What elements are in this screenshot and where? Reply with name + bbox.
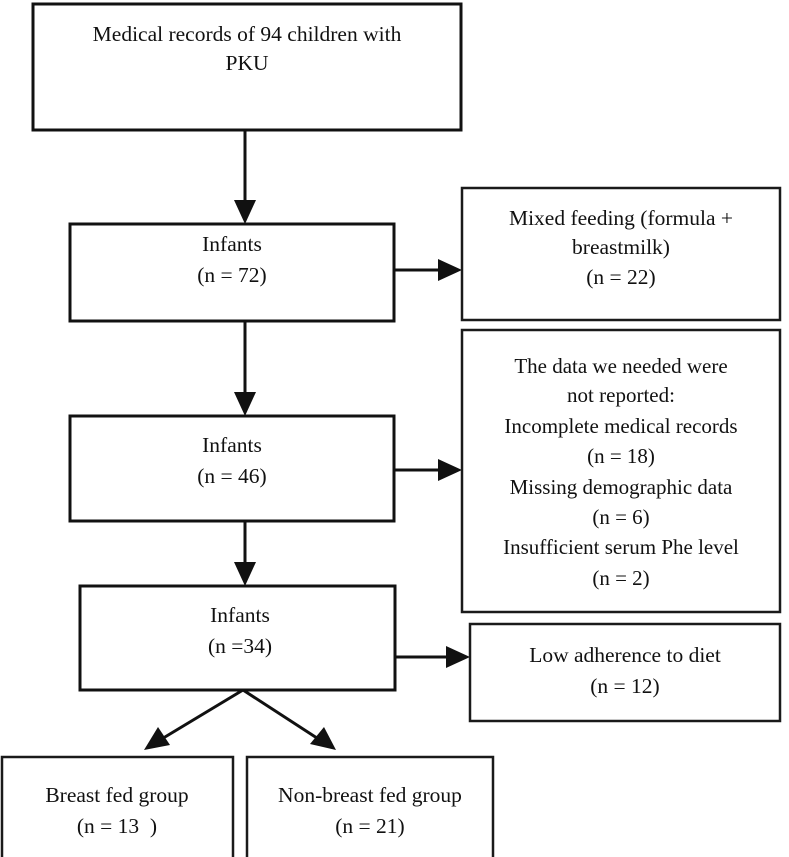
mixed-feeding-line-3: (n = 22) [586, 265, 655, 289]
non-breast-fed-line-1: Non-breast fed group [278, 783, 462, 807]
infants-34-line-2: (n =34) [208, 634, 272, 658]
non-breast-fed-line-2: (n = 21) [335, 814, 404, 838]
node-breast-fed: Breast fed group (n = 13 ) [0, 755, 235, 857]
mixed-feeding-line-1: Mixed feeding (formula + [509, 206, 733, 230]
infants-46-line-1: Infants [202, 433, 262, 457]
mixed-feeding-line-2: breastmilk) [572, 235, 670, 259]
connector-infants72-to-infants46 [234, 321, 256, 416]
data-not-reported-line-8: (n = 2) [592, 566, 649, 590]
connector-infants34-to-nonbreastfed [242, 688, 336, 750]
breast-fed-line-1: Breast fed group [45, 783, 188, 807]
connector-infants46-to-infants34 [234, 521, 256, 586]
connector-infants34-to-breastfed [144, 688, 244, 750]
connector-records-to-infants72 [234, 131, 256, 224]
node-non-breast-fed: Non-breast fed group (n = 21) [245, 755, 495, 857]
infants-72-line-2: (n = 72) [197, 263, 266, 287]
node-mixed-feeding: Mixed feeding (formula + breastmilk) (n … [460, 186, 782, 322]
node-infants-46: Infants (n = 46) [68, 414, 396, 523]
low-adherence-line-2: (n = 12) [590, 674, 659, 698]
node-infants-34: Infants (n =34) [78, 584, 397, 692]
connector-infants34-to-lowadherence [395, 646, 470, 668]
node-infants-72: Infants (n = 72) [68, 222, 396, 323]
source-records-line-2: PKU [225, 51, 268, 75]
connector-infants46-to-datanotreported [394, 459, 462, 481]
node-source-records: Medical records of 94 children with PKU [31, 2, 463, 132]
data-not-reported-line-3: Incomplete medical records [504, 414, 737, 438]
low-adherence-line-1: Low adherence to diet [529, 643, 721, 667]
connector-infants72-to-mixedfeeding [394, 259, 462, 281]
data-not-reported-line-2: not reported: [567, 383, 675, 407]
source-records-line-1: Medical records of 94 children with [93, 22, 402, 46]
data-not-reported-line-4: (n = 18) [587, 444, 655, 468]
breast-fed-line-2: (n = 13 ) [77, 814, 157, 838]
infants-34-line-1: Infants [210, 603, 270, 627]
data-not-reported-line-5: Missing demographic data [510, 475, 733, 499]
infants-46-line-2: (n = 46) [197, 464, 266, 488]
data-not-reported-line-7: Insufficient serum Phe level [503, 535, 739, 559]
data-not-reported-line-1: The data we needed were [514, 354, 727, 378]
node-data-not-reported: The data we needed were not reported: In… [460, 328, 782, 614]
node-low-adherence: Low adherence to diet (n = 12) [468, 622, 782, 723]
data-not-reported-line-6: (n = 6) [592, 505, 649, 529]
infants-72-line-1: Infants [202, 232, 262, 256]
